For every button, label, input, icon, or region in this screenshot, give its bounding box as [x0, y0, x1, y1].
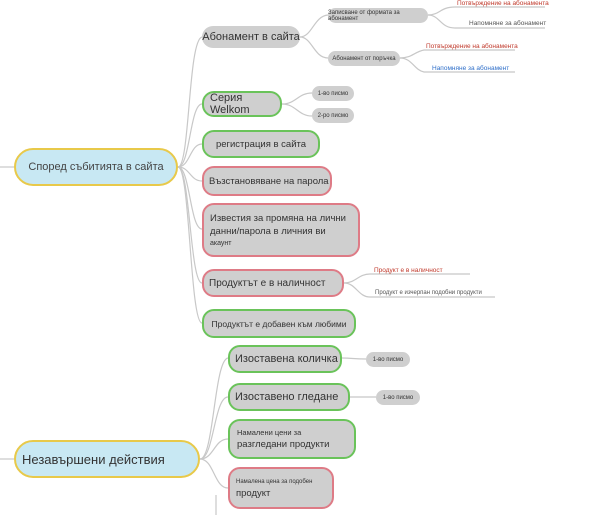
node-price-drop-viewed-label-2: разгледани продукти	[237, 439, 330, 450]
node-product-favorites-label: Продуктът е добавен към любими	[211, 318, 347, 329]
subnode-form-subscription-label: Записване от формата за абонамент	[328, 9, 400, 22]
node-product-favorites[interactable]: Продуктът е добавен към любими	[202, 309, 356, 338]
leaf-stock-1[interactable]: Продукт е в наличност	[374, 267, 443, 274]
node-registration[interactable]: регистрация в сайта	[202, 130, 320, 158]
node-subscription[interactable]: Абонамент в сайта	[202, 26, 300, 48]
node-abandoned-viewing-label: Изоставено гледане	[235, 391, 339, 403]
node-welcome-series[interactable]: Серия Welkom	[202, 91, 282, 117]
subnode-viewing-letter-1[interactable]: 1-во писмо	[376, 390, 420, 405]
node-price-drop-similar-label: Намалена цена за подобен	[236, 478, 313, 485]
leaf-remind-1[interactable]: Напомняне за абонамент	[469, 20, 547, 27]
subnode-welcome-letter-2[interactable]: 2-ро писмо	[312, 108, 354, 123]
node-welcome-series-label: Серия Welkom	[210, 92, 250, 116]
node-price-drop-viewed-label: Намалени цени за	[237, 428, 302, 437]
leaf-stock-2[interactable]: Продукт е изчерпан подобни продукти	[375, 290, 482, 296]
subnode-order-subscription[interactable]: Абонамент от поръчка	[328, 51, 400, 66]
subnode-viewing-letter-1-label: 1-во писмо	[382, 394, 414, 401]
node-account-change-label: Известия за промяна на лични данни/парол…	[210, 212, 346, 237]
node-registration-label: регистрация в сайта	[215, 138, 307, 150]
root-node-events-label: Според събитията в сайта	[28, 161, 164, 173]
root-node-unfinished-label: Незавършени действия	[22, 451, 165, 467]
node-abandoned-viewing[interactable]: Изоставено гледане	[228, 383, 350, 411]
leaf-remind-2[interactable]: Напомняне за абонамент	[432, 65, 510, 72]
node-password-recovery[interactable]: Възстановяване на парола	[202, 166, 332, 196]
subnode-cart-letter-1[interactable]: 1-во писмо	[366, 352, 410, 367]
node-password-recovery-label: Възстановяване на парола	[209, 175, 329, 187]
node-product-in-stock[interactable]: Продуктът е в наличност	[202, 269, 344, 297]
root-node-events[interactable]: Според събитията в сайта	[14, 148, 178, 186]
subnode-form-subscription[interactable]: Записване от формата за абонамент	[328, 8, 428, 23]
leaf-confirm-1[interactable]: Потвърждение на абонамента	[457, 0, 549, 7]
node-price-drop-similar-label-2: продукт	[236, 487, 271, 499]
subnode-welcome-letter-1-label: 1-во писмо	[317, 90, 349, 97]
subnode-order-subscription-label: Абонамент от поръчка	[332, 55, 396, 62]
subnode-welcome-letter-1[interactable]: 1-во писмо	[312, 86, 354, 101]
node-price-drop-viewed[interactable]: Намалени цени за разгледани продукти	[228, 419, 356, 459]
node-account-change-label-2: акаунт	[210, 239, 232, 247]
node-abandoned-cart[interactable]: Изоставена количка	[228, 345, 342, 373]
leaf-confirm-2[interactable]: Потвърждение на абонамента	[426, 43, 518, 50]
node-subscription-label: Абонамент в сайта	[202, 31, 300, 43]
node-product-in-stock-label: Продуктът е в наличност	[209, 277, 326, 289]
node-abandoned-cart-label: Изоставена количка	[235, 353, 338, 365]
node-account-change[interactable]: Известия за промяна на лични данни/парол…	[202, 203, 360, 257]
subnode-cart-letter-1-label: 1-во писмо	[372, 356, 404, 363]
subnode-welcome-letter-2-label: 2-ро писмо	[317, 112, 349, 119]
node-price-drop-similar[interactable]: Намалена цена за подобен продукт	[228, 467, 334, 509]
root-node-unfinished[interactable]: Незавършени действия	[14, 440, 200, 478]
